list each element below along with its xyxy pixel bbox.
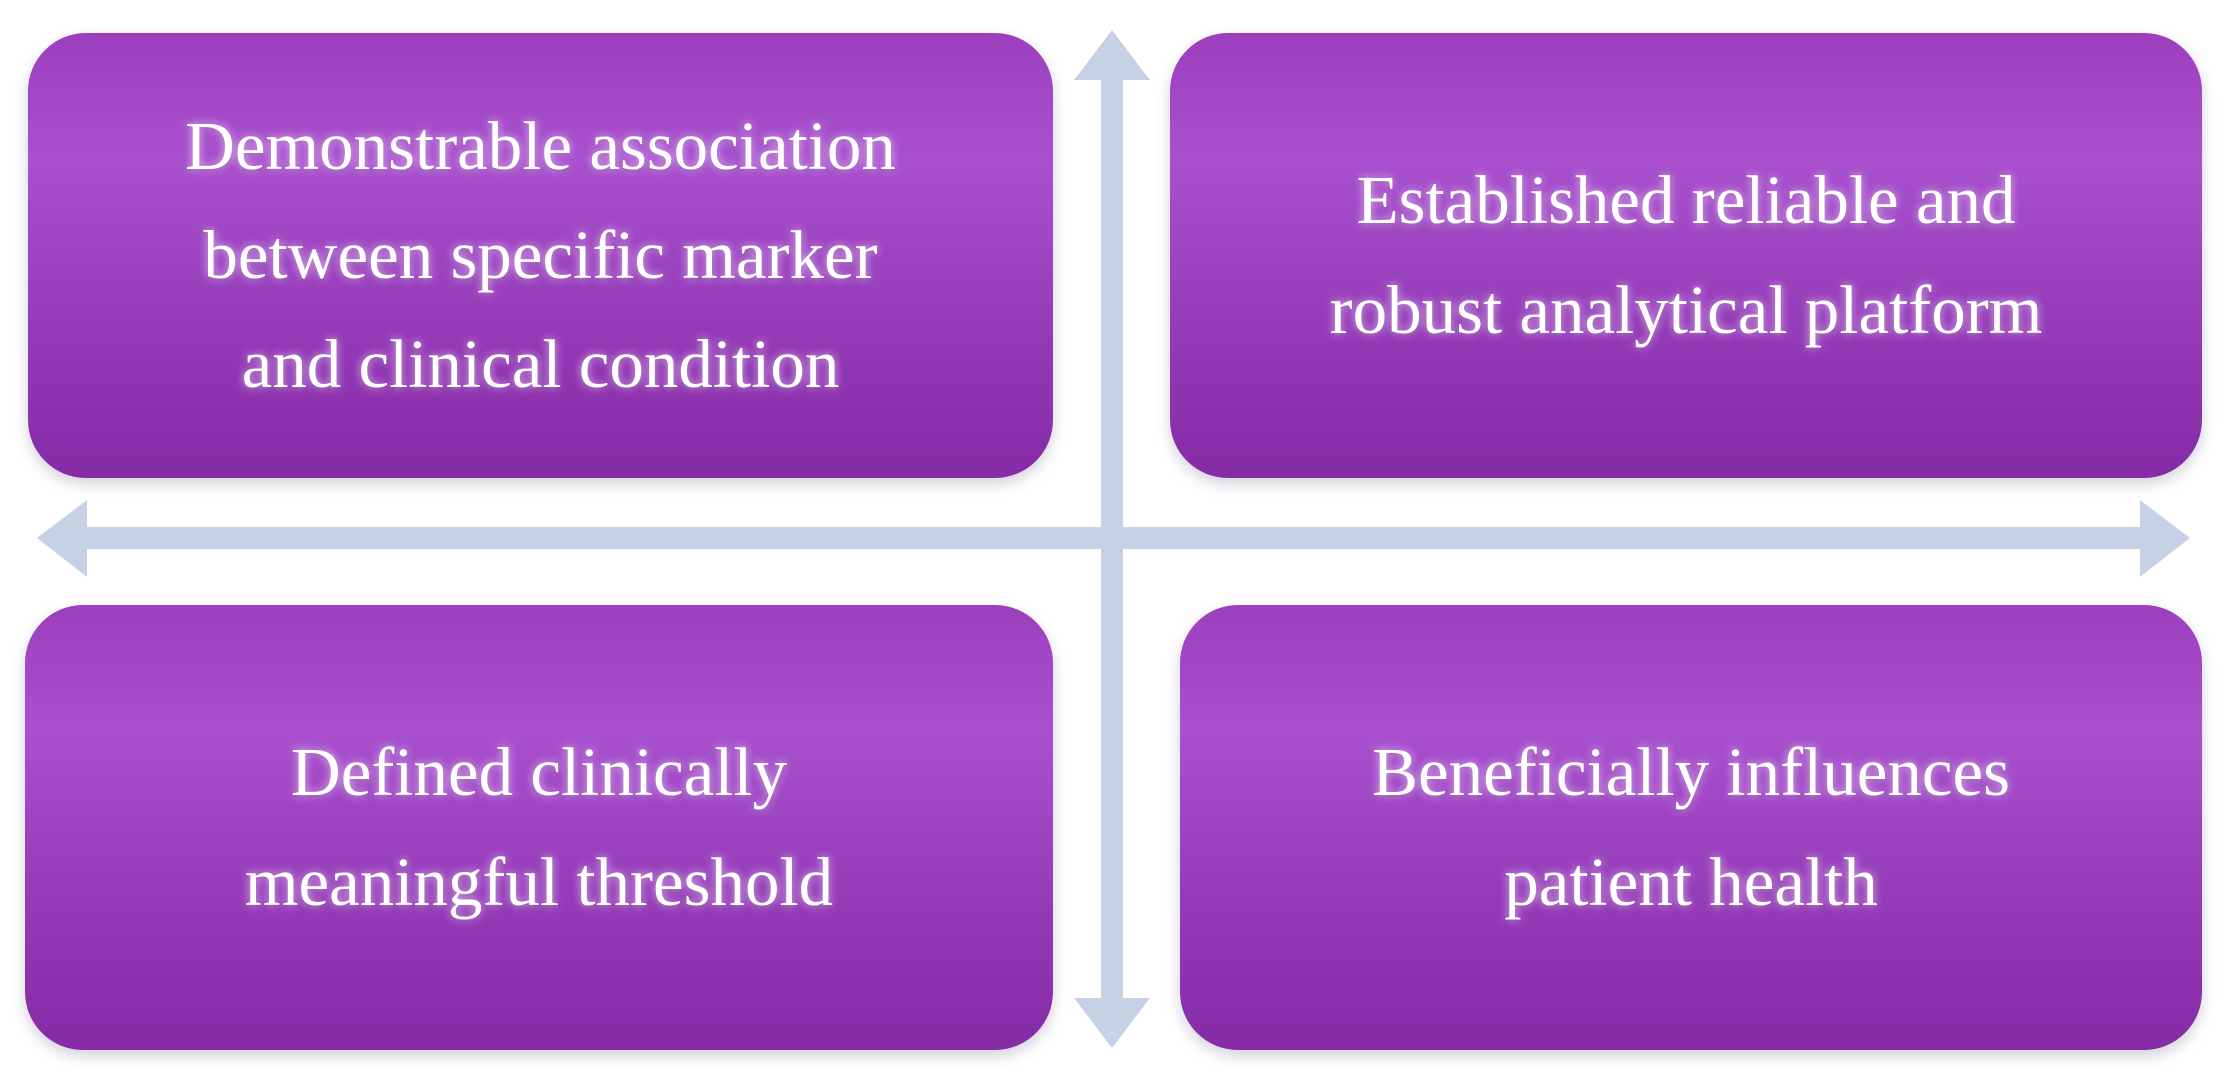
quadrant-box-top-right: Established reliable and robust analytic… [1170, 33, 2202, 478]
quadrant-label-top-left: Demonstrable association between specifi… [185, 107, 896, 402]
right-arrowhead-icon [2140, 500, 2190, 577]
quadrant-box-bottom-right: Beneficially influences patient health [1180, 605, 2202, 1050]
quadrant-label-bottom-left: Defined clinically meaningful threshold [244, 734, 834, 920]
vertical-axis-line [1101, 78, 1123, 1000]
quadrant-box-bottom-left: Defined clinically meaningful threshold [25, 605, 1053, 1050]
quadrant-label-bottom-right: Beneficially influences patient health [1372, 734, 2010, 920]
quadrant-label-top-right: Established reliable and robust analytic… [1329, 162, 2043, 348]
quadrant-box-top-left: Demonstrable association between specifi… [28, 33, 1053, 478]
left-arrowhead-icon [37, 500, 87, 577]
down-arrowhead-icon [1074, 998, 1150, 1048]
up-arrowhead-icon [1074, 30, 1150, 80]
